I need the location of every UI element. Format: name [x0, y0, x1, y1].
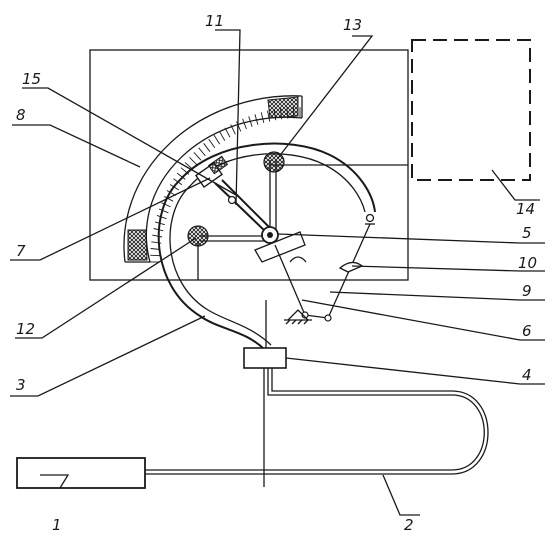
- label-2: 2: [404, 516, 414, 534]
- scale-tick: [161, 202, 171, 208]
- scale-tick: [260, 112, 265, 124]
- scale-tick: [176, 172, 186, 180]
- label-15: 15: [22, 70, 41, 88]
- scale-end-bottom: [127, 229, 148, 261]
- scale-dial: [123, 95, 303, 263]
- scale-tick: [230, 124, 236, 135]
- capillary-tube: [145, 368, 489, 487]
- label-4: 4: [522, 366, 532, 384]
- socket-block: [243, 347, 287, 369]
- scale-tick: [248, 116, 253, 127]
- label-8: 8: [16, 106, 26, 124]
- label-7: 7: [16, 242, 26, 260]
- contact-12: [187, 225, 209, 247]
- pointer-arrow: [214, 179, 271, 233]
- scale-tick: [267, 110, 271, 122]
- label-1: 1: [52, 516, 62, 534]
- label-12: 12: [16, 320, 35, 338]
- scale-tick: [242, 118, 247, 130]
- sensor-bulb: [16, 457, 146, 489]
- scale-tick: [189, 156, 198, 166]
- label-6: 6: [522, 322, 532, 340]
- scale-tick: [224, 127, 231, 138]
- scale-tick: [213, 134, 221, 145]
- scale-end-top: [267, 96, 299, 119]
- scale-tick: [219, 131, 226, 141]
- scale-tick: [208, 138, 216, 149]
- external-unit-box: [411, 39, 531, 181]
- linkage: [274, 223, 371, 325]
- scale-tick: [163, 196, 174, 202]
- label-10: 10: [518, 254, 537, 272]
- scale-tick: [198, 147, 206, 157]
- label-13: 13: [343, 16, 362, 34]
- label-9: 9: [522, 282, 532, 300]
- scale-tick: [158, 208, 169, 214]
- scale-tick: [193, 152, 202, 161]
- scale-tick: [150, 254, 161, 257]
- bourdon-tube: [157, 142, 376, 351]
- leader-lines: [10, 29, 545, 516]
- label-5: 5: [522, 224, 532, 242]
- cam-element: [338, 261, 364, 273]
- scale-tick: [152, 234, 163, 238]
- mechanism-spokes: [197, 160, 408, 280]
- scale-tick: [203, 143, 211, 152]
- scale-tick: [254, 114, 259, 125]
- label-3: 3: [16, 376, 26, 394]
- label-11: 11: [205, 12, 224, 30]
- label-14: 14: [516, 200, 535, 218]
- tube-end-pivot: [365, 213, 375, 223]
- central-pivot: [254, 226, 307, 263]
